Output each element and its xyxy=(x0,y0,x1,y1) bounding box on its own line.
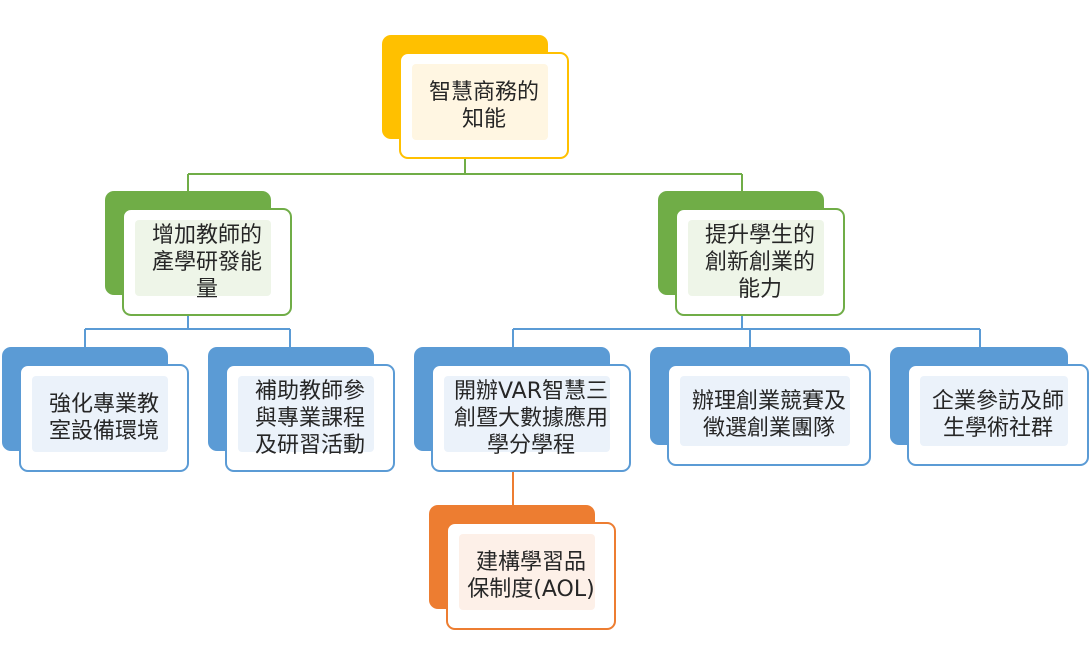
leaf-node-2: 補助教師參 與專業課程 及研習活動 xyxy=(208,347,395,472)
sub-line2: 保制度(AOL) xyxy=(467,577,595,602)
leaf3-line2: 創暨大數據應用 xyxy=(453,405,608,431)
leaf4-line2: 徵選創業團隊 xyxy=(702,416,835,441)
branch-left-label: 增加教師的 產學研發能 量 xyxy=(152,222,262,303)
leaf-node-5: 企業參訪及師 生學術社群 xyxy=(890,347,1089,466)
branch-left-line3: 量 xyxy=(195,276,218,302)
branch-right-line1: 提升學生的 xyxy=(704,222,815,248)
leaf-node-4: 辦理創業競賽及 徵選創業團隊 xyxy=(650,347,871,466)
leaf1-line2: 室設備環境 xyxy=(48,419,159,444)
sub-line1: 建構學習品 xyxy=(475,550,586,575)
leaf4-label: 辦理創業競賽及 徵選創業團隊 xyxy=(692,388,846,442)
leaf1-label: 強化專業教 室設備環境 xyxy=(49,391,159,445)
leaf2-line3: 及研習活動 xyxy=(254,432,365,458)
sub-node-aol: 建構學習品 保制度(AOL) xyxy=(429,505,616,630)
root-label-line1: 智慧商務的 xyxy=(428,79,539,105)
root-label: 智慧商務的 知能 xyxy=(429,79,539,133)
branch-right-label: 提升學生的 創新創業的 能力 xyxy=(705,222,815,303)
root-node: 智慧商務的 知能 xyxy=(382,35,569,159)
branch-left-line2: 產學研發能 xyxy=(151,249,262,275)
leaf-node-3: 開辦VAR智慧三 創暨大數據應用 學分學程 xyxy=(414,347,631,472)
branch-node-left: 增加教師的 產學研發能 量 xyxy=(105,191,292,316)
leaf3-line1: 開辦VAR智慧三 xyxy=(454,378,608,404)
connector-left-leaves xyxy=(84,315,291,348)
leaf2-line2: 與專業課程 xyxy=(254,405,365,431)
leaf5-line2: 生學術社群 xyxy=(942,416,1053,441)
connector-right-leaves xyxy=(512,315,981,348)
leaf-node-1: 強化專業教 室設備環境 xyxy=(2,347,189,472)
leaf1-line1: 強化專業教 xyxy=(48,392,159,417)
leaf3-label: 開辦VAR智慧三 創暨大數據應用 學分學程 xyxy=(454,378,608,459)
root-label-line2: 知能 xyxy=(461,106,506,132)
sub-label: 建構學習品 保制度(AOL) xyxy=(467,549,594,603)
branch-node-right: 提升學生的 創新創業的 能力 xyxy=(658,191,845,316)
branch-right-line2: 創新創業的 xyxy=(704,249,815,275)
leaf5-label: 企業參訪及師 生學術社群 xyxy=(932,388,1064,442)
leaf2-line1: 補助教師參 xyxy=(254,378,365,404)
branch-left-line1: 增加教師的 xyxy=(151,222,262,248)
leaf4-line1: 辦理創業競賽及 xyxy=(691,389,846,414)
leaf3-line3: 學分學程 xyxy=(486,432,575,458)
leaf2-label: 補助教師參 與專業課程 及研習活動 xyxy=(255,378,365,459)
branch-right-line3: 能力 xyxy=(737,276,782,302)
leaf5-line1: 企業參訪及師 xyxy=(931,389,1064,414)
connector-root-branches xyxy=(187,158,743,192)
